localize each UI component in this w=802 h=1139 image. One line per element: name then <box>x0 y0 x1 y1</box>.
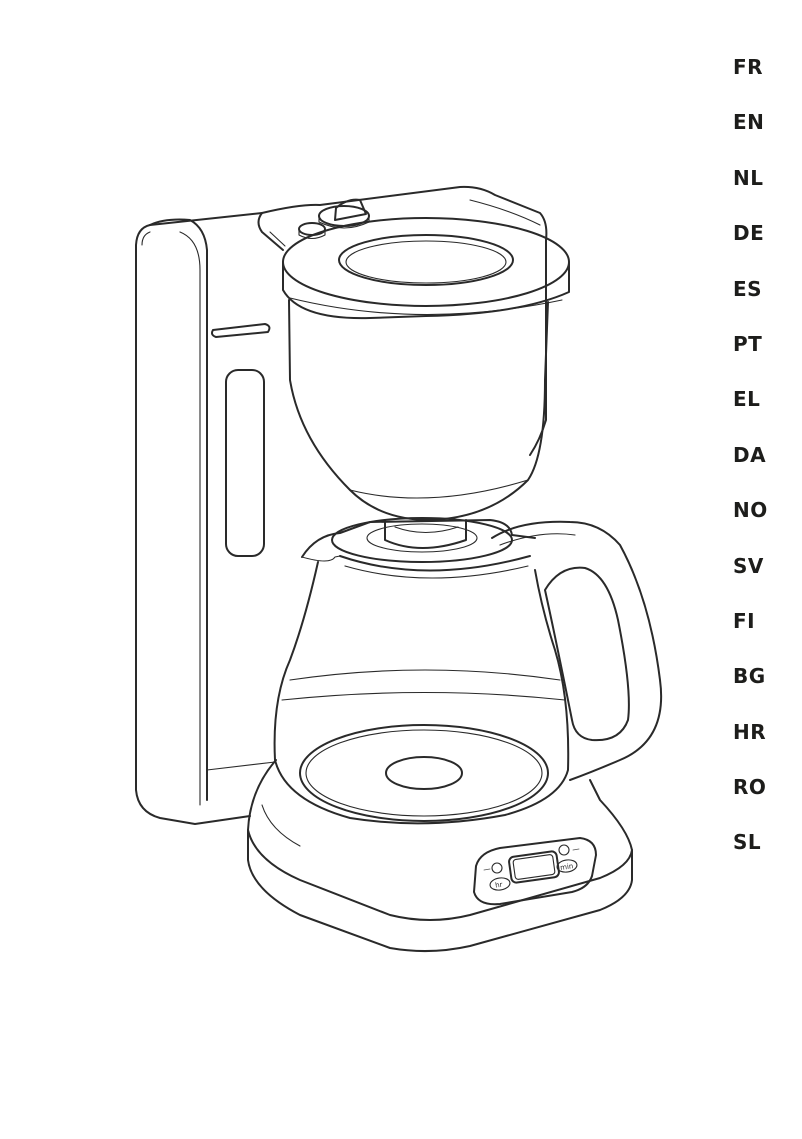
carafe <box>273 517 663 825</box>
top-housing <box>257 185 548 456</box>
language-code-nl: NL <box>733 165 764 190</box>
hour-button-label: hr <box>495 881 503 890</box>
language-code-fi: FI <box>733 608 756 633</box>
language-code-bg: BG <box>733 664 766 689</box>
water-tank <box>135 212 276 825</box>
language-code-el: EL <box>733 387 761 412</box>
base-plate: hr min <box>247 759 633 953</box>
language-code-es: ES <box>733 276 763 301</box>
language-code-pt: PT <box>733 331 763 356</box>
language-code-de: DE <box>733 221 765 246</box>
language-list: FR EN NL DE ES PT EL DA NO SV FI BG HR R… <box>733 52 768 883</box>
filter-holder <box>282 217 570 549</box>
language-code-hr: HR <box>733 719 767 744</box>
language-code-da: DA <box>733 442 767 467</box>
language-code-sv: SV <box>733 553 764 578</box>
language-code-ro: RO <box>733 775 767 800</box>
language-code-no: NO <box>733 498 768 523</box>
language-code-en: EN <box>733 110 765 135</box>
minute-button-label: min <box>560 862 574 872</box>
language-code-fr: FR <box>733 55 764 79</box>
language-code-sl: SL <box>733 830 762 855</box>
